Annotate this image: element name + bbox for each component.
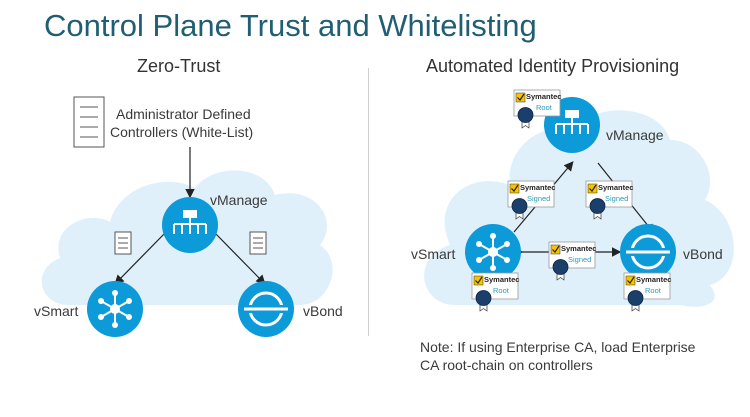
vmanage-to-vbond-arrow — [213, 231, 266, 285]
vbond-label: vBond — [303, 303, 343, 319]
automated-identity-heading: Automated Identity Provisioning — [426, 56, 680, 76]
enterprise-ca-note-line1: Note: If using Enterprise CA, load Enter… — [420, 339, 696, 355]
cert-brand-label: Symantec — [561, 244, 597, 253]
cert-brand-label: Symantec — [636, 275, 672, 284]
cert-type-label: Root — [493, 286, 509, 295]
admin-note-line1: Administrator Defined — [116, 106, 251, 122]
vmanage-label: vManage — [606, 127, 664, 143]
vbond-icon — [238, 281, 294, 337]
config-document-icon — [114, 231, 132, 255]
section-divider — [368, 68, 369, 336]
vbond-icon — [620, 224, 676, 280]
whitelist-document-icon — [73, 96, 105, 148]
vmanage-to-vsmart-arrow — [114, 231, 167, 285]
cert-type-label: Signed — [527, 194, 551, 203]
vsmart-label: vSmart — [411, 246, 456, 262]
cert-brand-label: Symantec — [598, 183, 634, 192]
cert-type-label: Signed — [568, 255, 592, 264]
vsmart-icon — [87, 281, 143, 337]
cert-brand-label: Symantec — [520, 183, 556, 192]
cert-brand-label: Symantec — [526, 92, 562, 101]
cert-brand-label: Symantec — [484, 275, 520, 284]
page-title: Control Plane Trust and Whitelisting — [44, 8, 537, 43]
cert-type-label: Root — [645, 286, 661, 295]
enterprise-ca-note-line2: CA root-chain on controllers — [420, 357, 593, 373]
zero-trust-heading: Zero-Trust — [137, 56, 221, 76]
vmanage-label: vManage — [210, 192, 268, 208]
config-document-icon — [249, 231, 267, 255]
vbond-label: vBond — [683, 246, 723, 262]
cert-type-label: Signed — [605, 194, 629, 203]
admin-note-line2: Controllers (White-List) — [110, 124, 254, 140]
cert-type-label: Root — [536, 103, 552, 112]
vmanage-icon — [162, 197, 218, 253]
vsmart-label: vSmart — [34, 303, 79, 319]
vsmart-icon — [465, 224, 521, 280]
